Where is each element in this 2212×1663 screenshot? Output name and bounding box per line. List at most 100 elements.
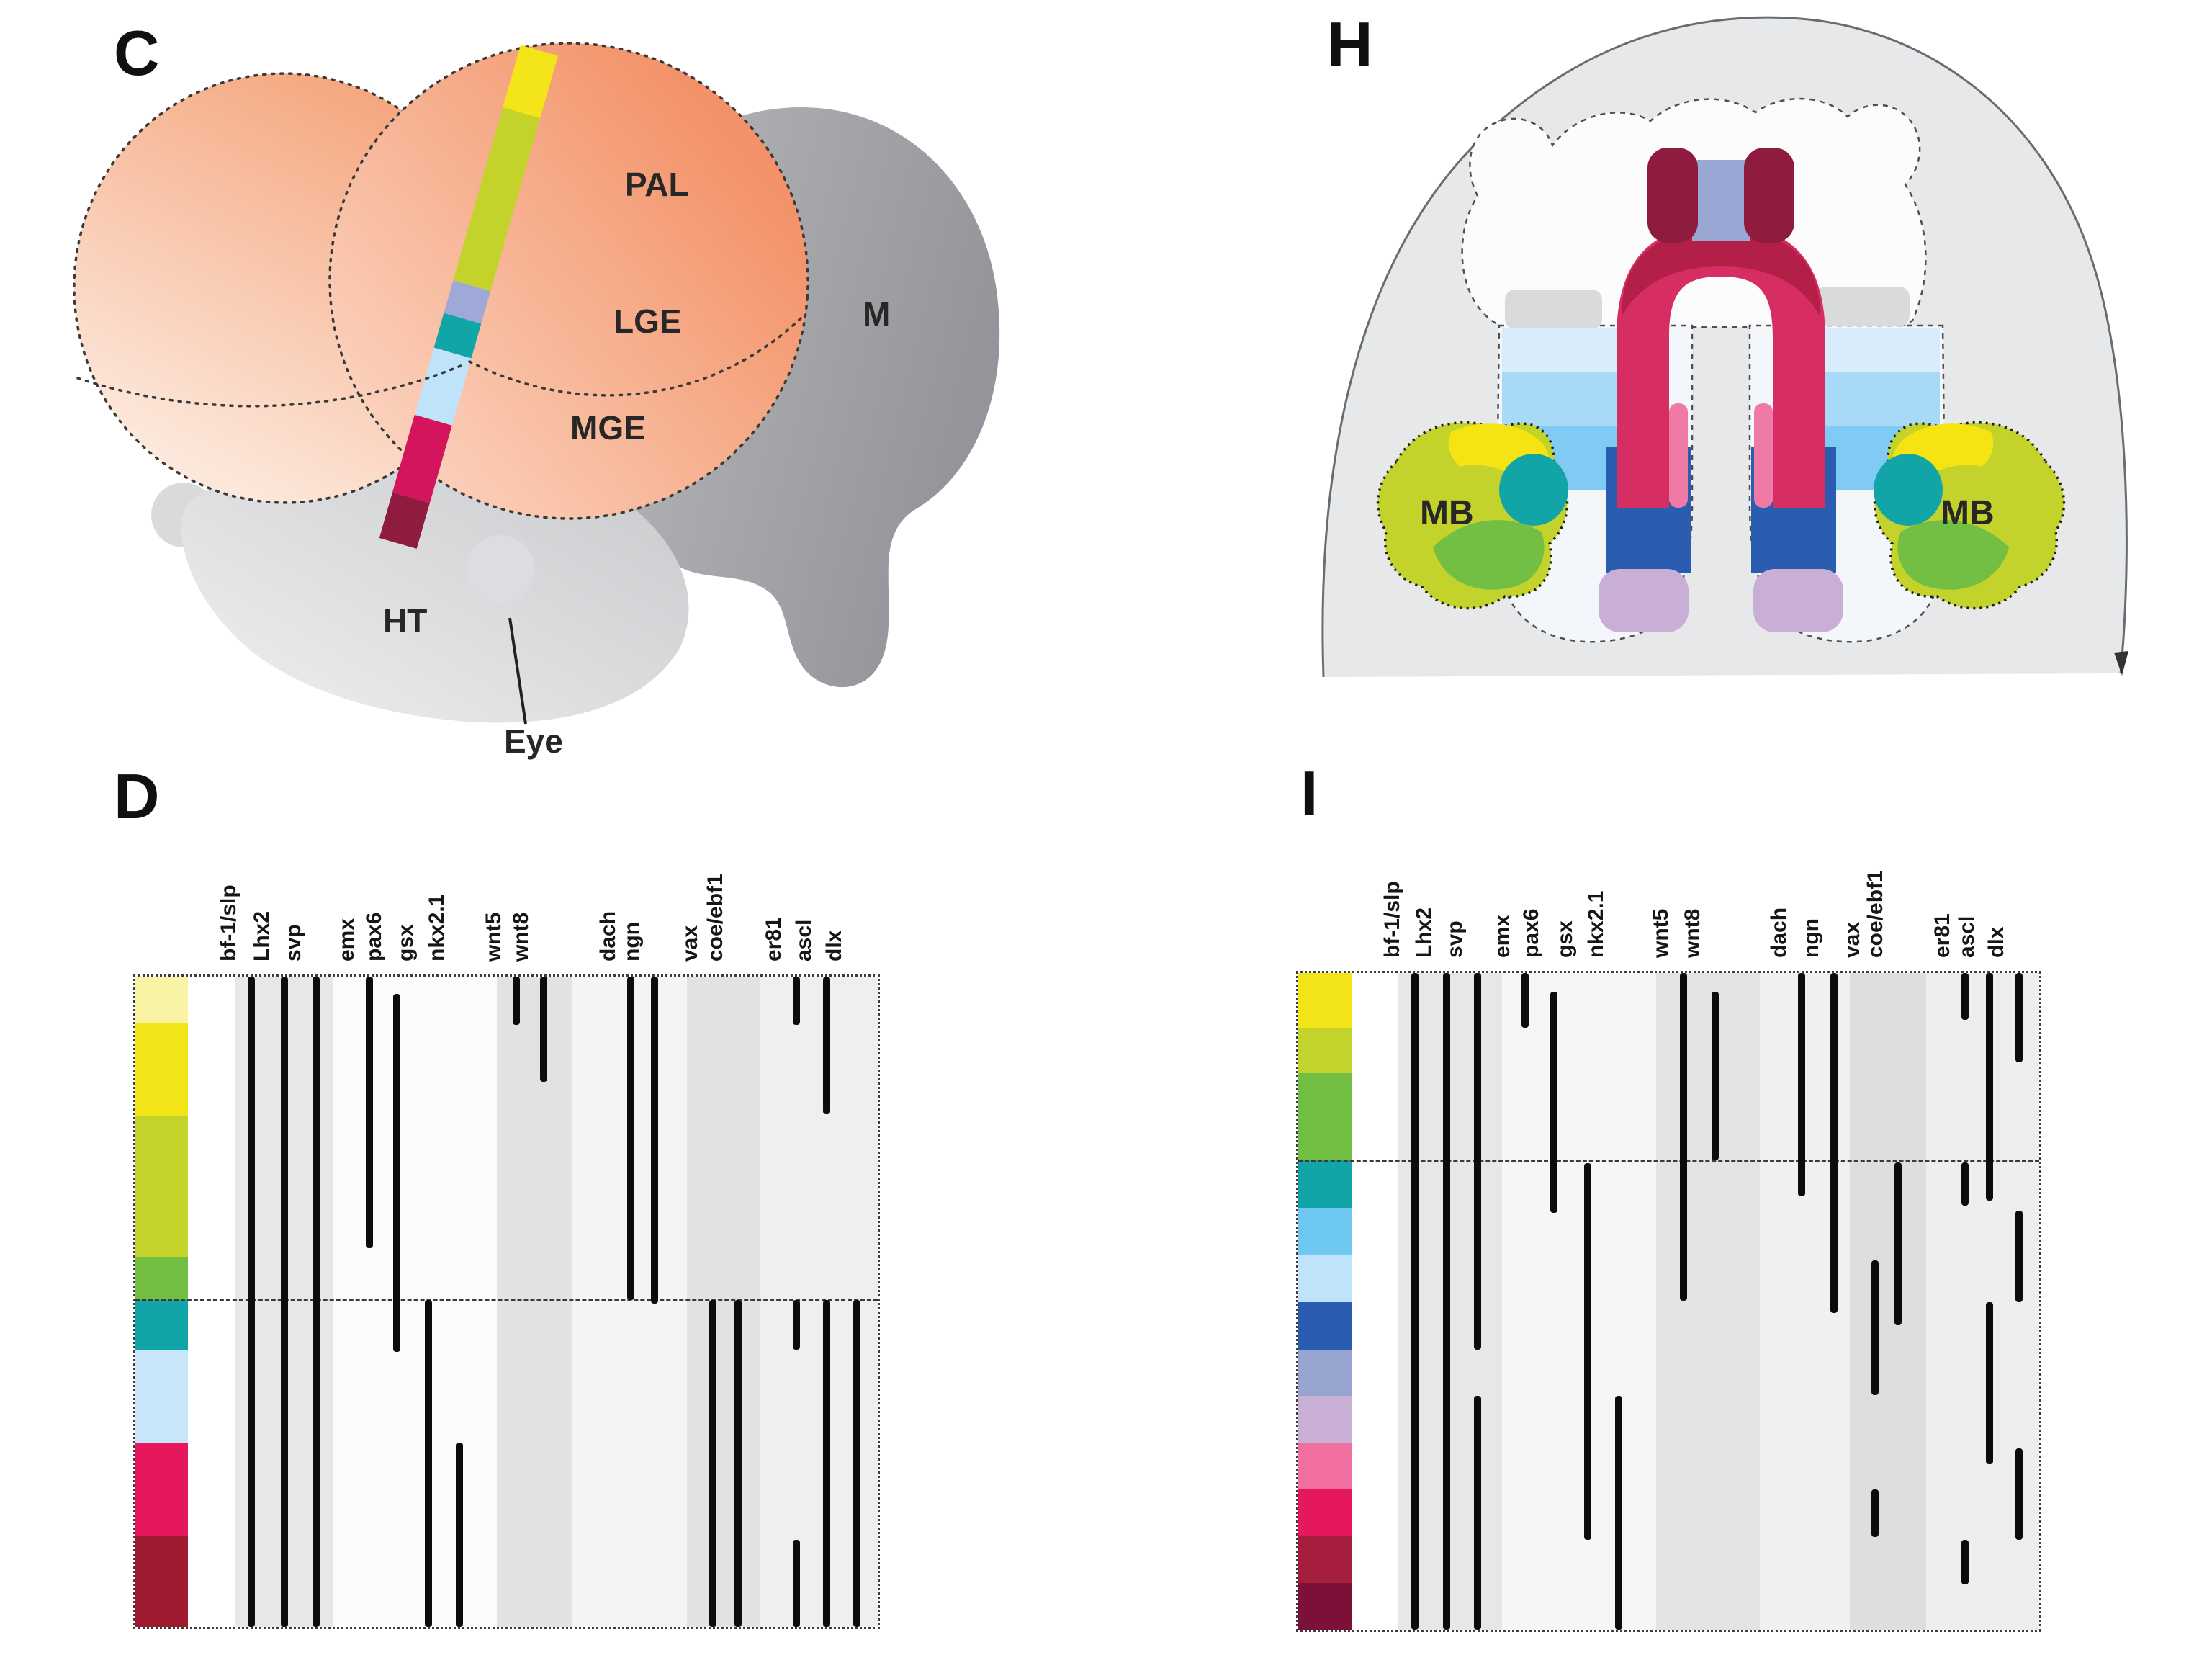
label-pal: PAL (625, 166, 689, 203)
expression-bar-er81 (792, 1299, 800, 1350)
expression-bar-dlx (2015, 1211, 2023, 1302)
gene-label-nkx2.1: nkx2.1 (1583, 890, 1608, 958)
panel-letter-h: H (1327, 9, 1373, 80)
stripe-periwinkle (444, 280, 491, 324)
gene-label-pax6: pax6 (361, 912, 386, 962)
gene-label-emx: emx (1490, 914, 1514, 958)
center-periwinkle (1692, 160, 1750, 241)
stripe-teal (433, 313, 482, 359)
gene-label-wnt5: wnt5 (1649, 908, 1673, 958)
gene-label-ngn: ngn (1799, 918, 1823, 958)
gene-label-vax: vax (678, 925, 703, 962)
expression-bar-pax6 (1550, 992, 1557, 1213)
arch-dark-top (1622, 229, 1820, 317)
gray-patch-right (1816, 287, 1910, 326)
region-color-swatch (1298, 1583, 1352, 1630)
expression-bar-ascl (1986, 1301, 1994, 1465)
label-ht: HT (383, 602, 427, 640)
expression-matrix-vertebrate (133, 974, 880, 1629)
label-mb-right: MB (1941, 494, 1995, 532)
region-color-swatch (135, 1350, 188, 1443)
mushroom-body-left: MB (1376, 421, 1569, 610)
column-group-stripe (1849, 973, 1926, 1630)
expression-bar-er81 (792, 1539, 800, 1627)
gene-label-wnt5: wnt5 (481, 912, 505, 962)
expression-bar-dlx (2015, 973, 2023, 1063)
gene-label-svp: svp (1443, 920, 1467, 958)
gene-label-vax: vax (1840, 921, 1864, 958)
fly-brain-diagram: MB MB (1321, 16, 2128, 678)
gene-label-dlx: dlx (1984, 926, 2009, 958)
expression-bar-ngn (1830, 973, 1838, 1313)
panel-letter-i: I (1300, 758, 1318, 829)
arch-inner-pink-left (1669, 403, 1688, 508)
expression-bar-wnt5 (512, 977, 520, 1025)
section-divider (135, 1299, 878, 1301)
column-group-stripe (333, 977, 498, 1627)
arch-main (1617, 225, 1825, 508)
column-group-stripe (1656, 973, 1761, 1630)
stripe-lightblue (414, 347, 472, 426)
gray-patch-left (1505, 290, 1602, 329)
mb-teal-right (1874, 454, 1943, 526)
pallium-boundary-right (468, 317, 802, 397)
band-pale-right (1814, 328, 1940, 372)
expression-bar-er81 (1961, 1162, 1969, 1206)
head-dome-outline (1321, 16, 2128, 678)
band-light-left (1502, 372, 1632, 426)
section-divider (1298, 1159, 2039, 1162)
panel-letter-d: D (114, 761, 160, 832)
band-light-right (1810, 372, 1940, 426)
region-color-swatch (1298, 1208, 1352, 1256)
gene-label-dach: dach (1766, 907, 1791, 958)
region-color-swatch (1298, 1027, 1352, 1073)
region-color-swatch (135, 1116, 188, 1258)
maroon-blob-right (1744, 148, 1794, 243)
dome-arrowhead (2114, 651, 2128, 676)
expression-bar-ngn (650, 977, 658, 1304)
gene-label-gsx: gsx (1553, 920, 1578, 958)
expression-bar-vax (1871, 1260, 1879, 1395)
region-color-swatch (1298, 1301, 1352, 1350)
gene-label-dlx: dlx (822, 930, 847, 962)
expression-bar-dlx (2015, 1448, 2023, 1541)
expression-bar-er81 (792, 977, 800, 1025)
expression-bar-wnt8 (1712, 992, 1719, 1160)
gene-label-Lhx2: Lhx2 (1411, 907, 1436, 958)
expression-bar-er81 (1961, 1540, 1969, 1585)
gene-label-ascl: ascl (1955, 915, 1979, 958)
gene-label-ngn: ngn (619, 922, 644, 962)
gene-label-coe/ebf1: coe/ebf1 (1863, 870, 1888, 958)
expression-bar-svp (312, 977, 320, 1627)
region-color-swatch (1298, 1489, 1352, 1536)
expression-bar-vax (1871, 1489, 1879, 1538)
gene-label-Lhx2: Lhx2 (250, 910, 274, 962)
expression-bar-emx (1521, 973, 1529, 1028)
expression-bar-dach (1797, 973, 1805, 1197)
region-color-swatch (1298, 1072, 1352, 1160)
gene-label-coe/ebf1: coe/ebf1 (703, 874, 728, 962)
band-pale-left (1502, 328, 1628, 372)
arch-inner-pink-right (1754, 403, 1773, 508)
expression-bar-bf-1/slp (1411, 973, 1419, 1630)
expression-bar-pax6 (392, 994, 400, 1353)
mushroom-body-right: MB (1873, 421, 2066, 610)
expression-bar-gsx (425, 1299, 433, 1627)
gene-label-wnt8: wnt8 (1681, 908, 1705, 958)
expression-bar-nkx2.1 (455, 1443, 463, 1627)
expression-bar-wnt5 (1680, 973, 1688, 1301)
pallium-boundary-left (76, 364, 462, 408)
expression-bar-coe/ebf1 (734, 1299, 742, 1627)
panel-letter-c: C (114, 17, 160, 89)
region-color-swatch (1298, 1396, 1352, 1443)
expression-bar-svp (1474, 1396, 1482, 1630)
expression-bar-dach (626, 977, 634, 1300)
gene-label-wnt8: wnt8 (509, 912, 534, 962)
band-lilac-right (1753, 569, 1843, 632)
region-color-swatch (135, 1257, 188, 1300)
expression-bar-wnt8 (540, 977, 548, 1082)
region-color-swatch (135, 977, 188, 1024)
expression-bar-bf-1/slp (247, 977, 255, 1627)
stripe-maroon (379, 492, 430, 549)
